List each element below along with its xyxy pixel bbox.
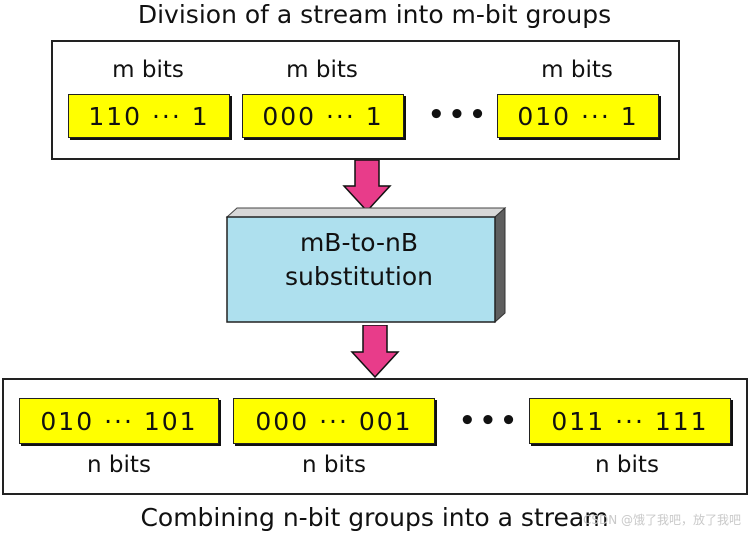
n-bits-label: n bits: [302, 452, 366, 478]
ellipsis-dots: •••: [428, 100, 490, 130]
n-bit-group: 000 ··· 001: [233, 398, 435, 444]
converter-line-1: mB-to-nB: [299, 228, 419, 257]
converter-box: [225, 207, 507, 324]
down-arrow-icon: [350, 325, 400, 378]
converter-label: mB-to-nB substitution: [228, 226, 490, 294]
m-bit-group: 000 ··· 1: [242, 94, 404, 138]
m-bits-label: m bits: [112, 57, 184, 83]
n-bit-group: 010 ··· 101: [19, 398, 219, 444]
converter-line-2: substitution: [284, 262, 434, 291]
top-title: Division of a stream into m-bit groups: [137, 0, 612, 29]
m-bit-group: 110 ··· 1: [68, 94, 230, 138]
n-bit-group: 011 ··· 111: [529, 398, 731, 444]
m-bits-label: m bits: [286, 57, 358, 83]
down-arrow-icon: [342, 160, 392, 212]
ellipsis-dots: •••: [459, 406, 521, 436]
watermark: CSDN @饿了我吧，放了我吧: [583, 513, 742, 527]
m-bits-label: m bits: [541, 57, 613, 83]
n-bits-label: n bits: [87, 452, 151, 478]
m-bit-group: 010 ··· 1: [497, 94, 659, 138]
bottom-title: Combining n-bit groups into a stream: [140, 503, 609, 532]
n-bits-label: n bits: [595, 452, 659, 478]
